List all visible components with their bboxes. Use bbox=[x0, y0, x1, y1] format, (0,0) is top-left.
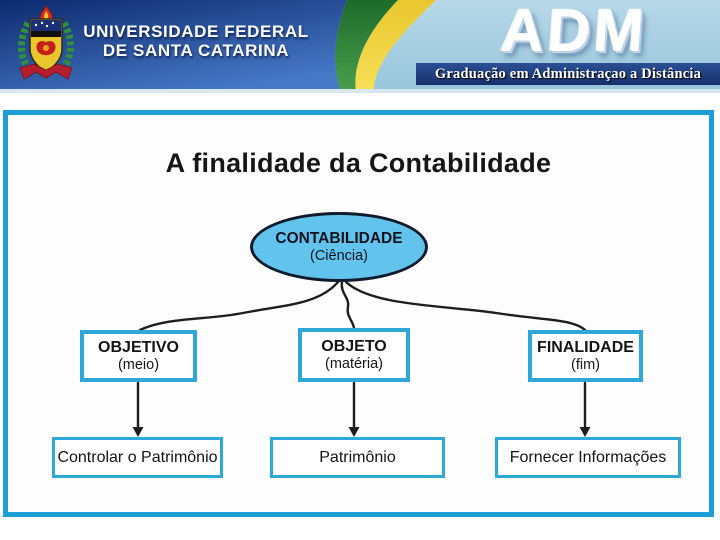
branch-sublabel: (meio) bbox=[117, 357, 160, 373]
program-subtitle-band: Graduação em Administraçao a Distância bbox=[416, 63, 720, 85]
arrowheads bbox=[132, 427, 591, 437]
branch-box-finalidade: FINALIDADE (fim) bbox=[528, 330, 643, 382]
outcome-box-controlar-patrimonio: Controlar o Patrimônio bbox=[52, 437, 223, 478]
slide-frame: A finalidade da Contabilidade CONTABILID… bbox=[3, 110, 714, 517]
outcome-label: Fornecer Informações bbox=[509, 448, 667, 466]
ellipse-sublabel: (Ciência) bbox=[309, 247, 368, 264]
branch-label: OBJETO bbox=[321, 338, 387, 355]
branch-sublabel: (fim) bbox=[571, 357, 600, 373]
outcome-label: Controlar o Patrimônio bbox=[57, 448, 218, 466]
program-subtitle: Graduação em Administraçao a Distância bbox=[434, 65, 702, 82]
branch-sublabel: (matéria) bbox=[324, 356, 383, 372]
slide-title: A finalidade da Contabilidade bbox=[165, 148, 552, 178]
branch-box-objeto: OBJETO (matéria) bbox=[298, 328, 410, 382]
branch-box-objetivo: OBJETIVO (meio) bbox=[80, 330, 197, 382]
diagram-connectors bbox=[132, 280, 591, 437]
header-background bbox=[0, 0, 720, 93]
adm-logo: ADM bbox=[498, 0, 650, 64]
ellipse-label: CONTABILIDADE bbox=[275, 229, 403, 247]
outcome-label: Patrimônio bbox=[319, 448, 396, 466]
outcome-box-fornecer-informacoes: Fornecer Informações bbox=[495, 437, 681, 478]
branch-label: OBJETIVO bbox=[98, 339, 179, 356]
outcome-box-patrimonio: Patrimônio bbox=[270, 437, 445, 478]
university-name: UNIVERSIDADE FEDERAL DE SANTA CATARINA bbox=[76, 22, 316, 60]
branch-label: FINALIDADE bbox=[537, 339, 634, 356]
header-banner: UNIVERSIDADE FEDERAL DE SANTA CATARINA A… bbox=[0, 0, 720, 93]
university-name-line1: UNIVERSIDADE FEDERAL bbox=[83, 22, 309, 41]
header-divider bbox=[0, 89, 720, 93]
concept-ellipse-contabilidade: CONTABILIDADE (Ciência) bbox=[250, 212, 428, 282]
university-name-line2: DE SANTA CATARINA bbox=[102, 41, 290, 60]
ufsc-crest-icon bbox=[18, 5, 74, 80]
